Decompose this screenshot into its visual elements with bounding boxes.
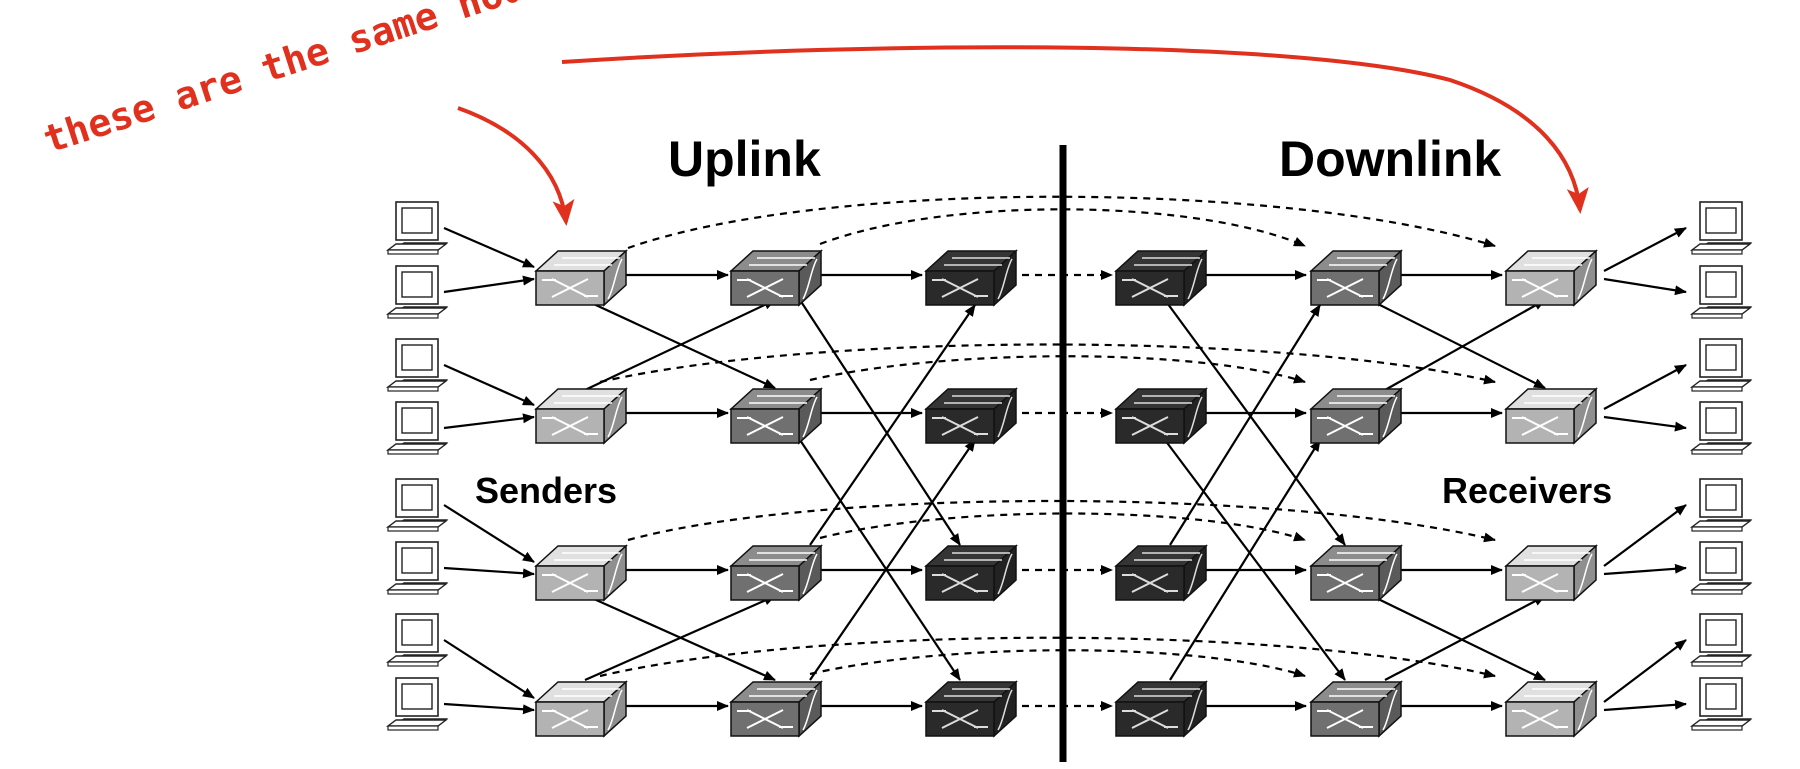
host-uplink-arrow [443, 226, 535, 269]
edge-to-agg-cross [584, 594, 776, 682]
receiver-host-icon [1689, 478, 1753, 532]
sender-host-icon [385, 401, 449, 455]
receiver-host-icon [1689, 201, 1753, 255]
edge-switch-icon [534, 387, 628, 445]
host-uplink-arrow [443, 363, 535, 407]
senders-label: Senders [475, 470, 618, 511]
edge-arc-link [599, 343, 1496, 385]
sender-host-icon [385, 265, 449, 319]
host-uplink-arrow [443, 702, 535, 715]
agg-to-edge-cross [1369, 299, 1546, 389]
host-downlink-arrow [1603, 699, 1687, 712]
aggregation-switch-icon [729, 249, 823, 307]
host-downlink-arrow [1603, 639, 1687, 703]
sender-host-icon [385, 677, 449, 731]
core-to-agg-cross [1164, 439, 1346, 681]
aggregation-switch-icon [729, 387, 823, 445]
sender-host-icon [385, 338, 449, 392]
receiver-host-icon [1689, 541, 1753, 595]
aggregation-switch-icon [729, 544, 823, 602]
agg-to-edge-cross [1384, 595, 1546, 681]
uplink-title: Uplink [668, 131, 821, 187]
receivers-label: Receivers [1442, 470, 1613, 511]
host-downlink-arrow [1603, 277, 1687, 296]
host-downlink-arrow [1603, 563, 1687, 576]
host-uplink-arrow [443, 639, 535, 699]
agg-to-core-cross [809, 439, 976, 681]
annotation-arrows [457, 45, 1589, 226]
host-downlink-arrow [1603, 415, 1687, 432]
annotation-arrow-right [561, 45, 1589, 214]
core-to-agg-cross [1164, 299, 1346, 546]
aggregation-switch-icon [1309, 249, 1403, 307]
edge-arc-link [627, 195, 1496, 250]
core-to-agg-cross [1169, 439, 1321, 681]
host-downlink-arrow [1603, 227, 1687, 272]
host-uplink-arrow [443, 275, 535, 294]
edge-arc-link [599, 636, 1496, 679]
aggregation-switch-icon [1309, 544, 1403, 602]
edge-switch-icon [534, 249, 628, 307]
core-switch-icon [1114, 387, 1208, 445]
core-to-agg-cross [1169, 304, 1321, 546]
edge-switch-icon [1504, 387, 1598, 445]
core-switch-icon [1114, 544, 1208, 602]
agg-to-edge-cross [1384, 299, 1546, 391]
core-switch-icon [1114, 680, 1208, 738]
edge-switch-icon [1504, 249, 1598, 307]
aggregation-switch-icon [1309, 387, 1403, 445]
aggregation-switch-icon [729, 680, 823, 738]
sender-host-icon [385, 201, 449, 255]
receiver-host-icon [1689, 677, 1753, 731]
agg-to-core-cross [799, 299, 961, 546]
core-switch-icon [924, 249, 1018, 307]
agg-arc-link [809, 355, 1306, 384]
edge-switch-icon [534, 544, 628, 602]
edge-switch-icon [534, 680, 628, 738]
edge-switch-icon [1504, 544, 1598, 602]
sender-host-icon [385, 541, 449, 595]
host-uplink-arrow [443, 413, 535, 430]
aggregation-switch-icon [1309, 680, 1403, 738]
host-downlink-arrow [1603, 504, 1687, 567]
receiver-host-icon [1689, 613, 1753, 667]
agg-to-edge-cross [1369, 594, 1546, 681]
sender-host-icon [385, 478, 449, 532]
agg-to-core-cross [809, 304, 976, 546]
agg-arc-link [809, 649, 1306, 678]
core-switch-icon [924, 544, 1018, 602]
receiver-host-icon [1689, 401, 1753, 455]
host-uplink-arrow [443, 566, 535, 579]
core-switch-icon [924, 680, 1018, 738]
agg-to-core-cross [799, 439, 961, 681]
edge-to-agg-cross [584, 299, 776, 391]
host-uplink-arrow [443, 504, 535, 563]
links-layer [443, 195, 1687, 715]
hosts-layer [385, 201, 1753, 731]
core-switch-icon [924, 387, 1018, 445]
switch-layer [534, 249, 1598, 738]
edge-switch-icon [1504, 680, 1598, 738]
host-downlink-arrow [1603, 364, 1687, 410]
sender-host-icon [385, 613, 449, 667]
downlink-title: Downlink [1279, 131, 1502, 187]
core-switch-icon [1114, 249, 1208, 307]
annotation-arrow-left [457, 106, 575, 226]
agg-arc-link [819, 512, 1306, 542]
receiver-host-icon [1689, 338, 1753, 392]
receiver-host-icon [1689, 265, 1753, 319]
